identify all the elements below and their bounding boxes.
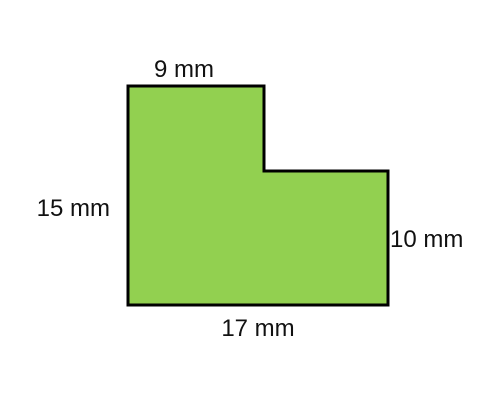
l-shape [126,84,390,307]
bottom-dimension-label: 17 mm [221,315,294,342]
left-dimension-label: 15 mm [37,195,110,222]
top-dimension-label: 9 mm [154,56,214,83]
right-dimension-label: 10 mm [390,226,463,253]
